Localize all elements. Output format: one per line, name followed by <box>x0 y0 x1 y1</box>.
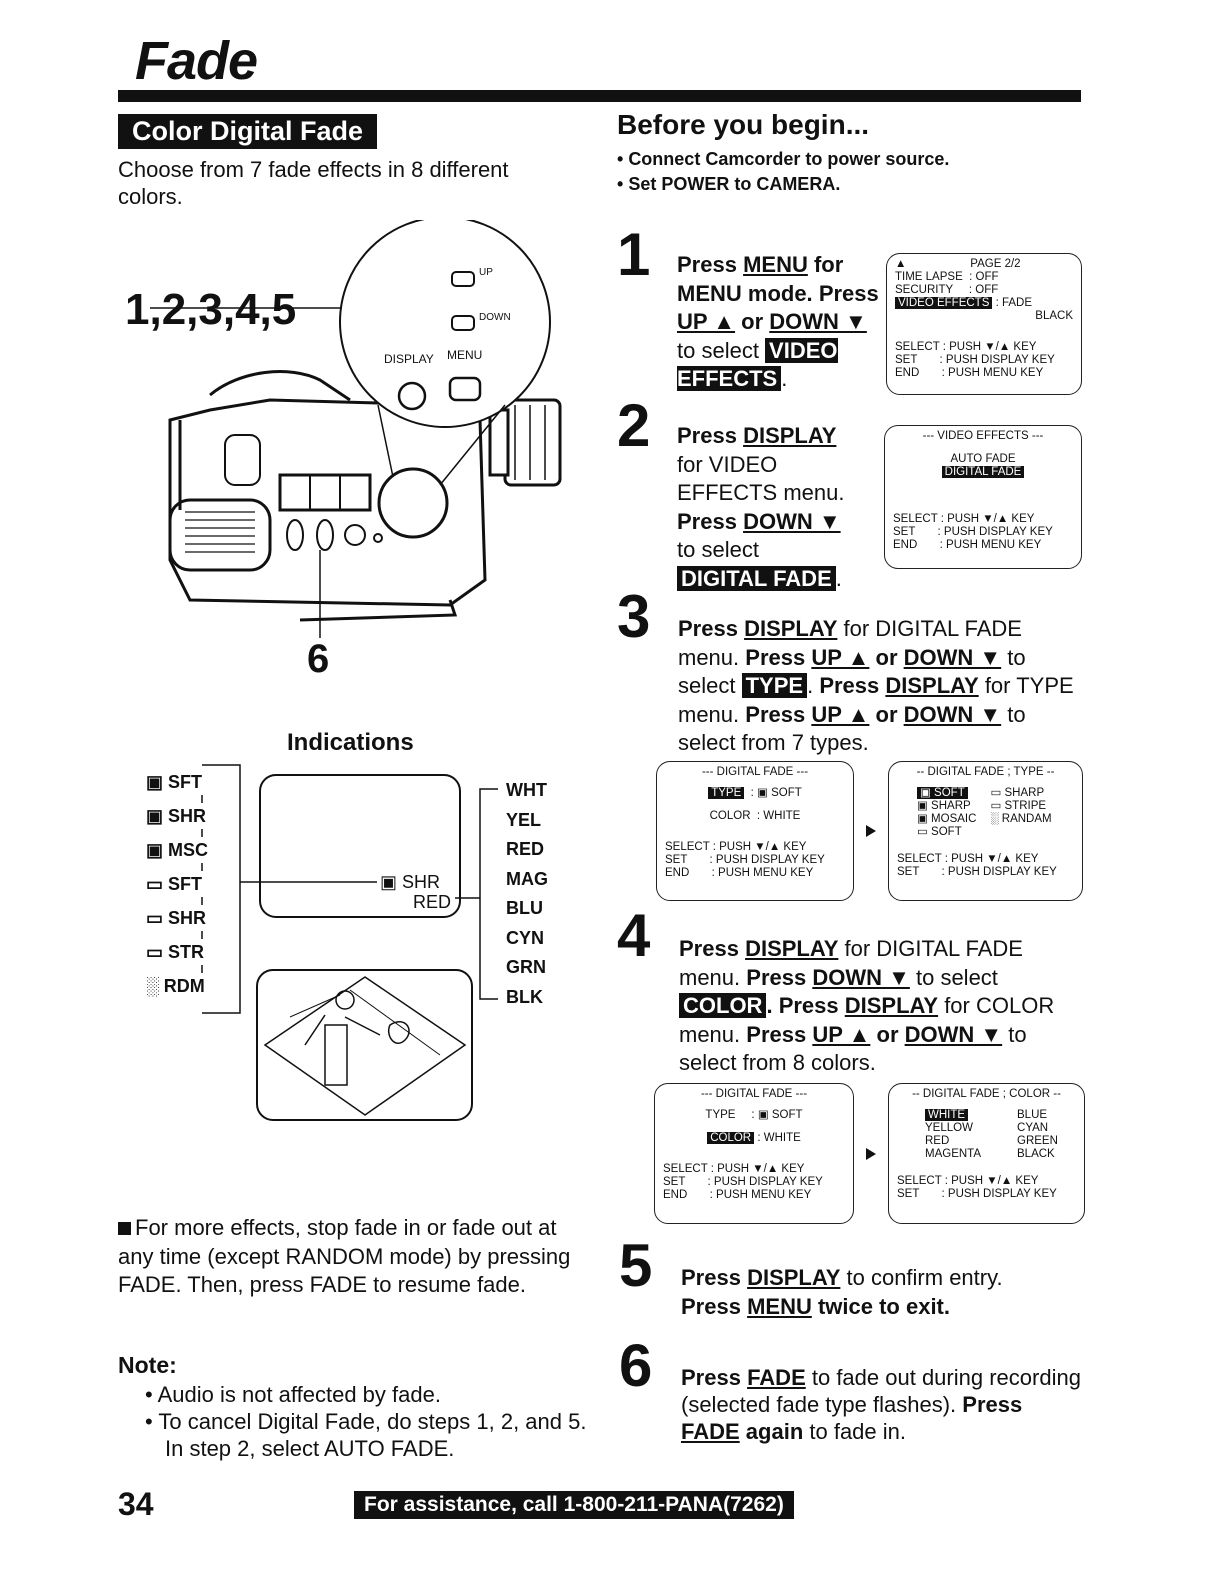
screen-color-indication: RED <box>413 892 452 912</box>
osd-menu-page2: ▲ PAGE 2/2 TIME LAPSE : OFF SECURITY : O… <box>886 253 1082 395</box>
note-title: Note: <box>118 1352 177 1378</box>
step-number: 3 <box>617 583 651 650</box>
step-number: 6 <box>619 1332 653 1399</box>
step-number: 2 <box>617 392 651 459</box>
indication-type: ▣ SFT <box>146 772 203 792</box>
menu-label: MENU <box>447 348 483 362</box>
indication-type: ▣ SHR <box>146 806 207 826</box>
camcorder-illustration <box>150 220 562 638</box>
step-2-text: Press DISPLAY for VIDEO EFFECTS menu. Pr… <box>677 423 845 591</box>
intro-text: Choose from 7 fade effects in 8 differen… <box>118 157 509 209</box>
assistance-banner: For assistance, call 1-800-211-PANA(7262… <box>354 1491 794 1519</box>
before-you-begin-title: Before you begin... <box>617 109 870 140</box>
up-label: UP <box>479 267 493 278</box>
prerequisites: Connect Camcorder to power source. Set P… <box>617 147 949 197</box>
indication-type: ▣ MSC <box>146 840 209 860</box>
title-rule <box>118 90 1081 102</box>
effects-note: For more effects, stop fade in or fade o… <box>118 1215 571 1297</box>
indication-type: ▭ SFT <box>146 874 203 894</box>
step6-callout: 6 <box>307 637 330 681</box>
step-3-text: Press DISPLAY for DIGITAL FADE menu. Pre… <box>678 616 1074 755</box>
indication-type: ▭ STR <box>146 942 205 962</box>
down-label: DOWN <box>479 312 511 323</box>
osd-color-menu: -- DIGITAL FADE ; COLOR -- WHITE YELLOW … <box>888 1083 1085 1224</box>
display-label: DISPLAY <box>384 352 434 366</box>
step-4-text: Press DISPLAY for DIGITAL FADE menu. Pre… <box>679 936 1055 1075</box>
indication-color: BLU <box>506 898 543 918</box>
note-item: • Audio is not affected by fade. <box>145 1382 441 1407</box>
indication-color: GRN <box>506 957 546 977</box>
indications-title: Indications <box>287 729 414 756</box>
indication-color: MAG <box>506 869 548 889</box>
step-number: 1 <box>617 221 651 288</box>
step-number: 4 <box>617 902 651 969</box>
step-callout: 1,2,3,4,5 <box>125 285 297 334</box>
square-bullet-icon <box>118 1222 131 1235</box>
indication-color: RED <box>506 839 545 859</box>
osd-digital-fade-color-select: --- DIGITAL FADE --- TYPE : ▣ SOFT COLOR… <box>654 1083 854 1224</box>
step-5-text: Press DISPLAY to confirm entry. Press ME… <box>681 1265 1003 1319</box>
step-1-text: Press MENU for MENU mode. Press UP ▲ or … <box>677 252 879 391</box>
arrow-right-icon <box>866 1148 876 1160</box>
page-title: Fade <box>135 31 258 91</box>
section-label: Color Digital Fade <box>118 114 378 149</box>
indication-color: BLK <box>506 987 543 1007</box>
osd-video-effects-menu: --- VIDEO EFFECTS --- AUTO FADE DIGITAL … <box>884 425 1082 569</box>
osd-digital-fade-menu: --- DIGITAL FADE --- TYPE : ▣ SOFT COLOR… <box>656 761 854 901</box>
step-6-text: Press FADE to fade out during recording … <box>681 1365 1081 1444</box>
indication-type: ░ RDM <box>146 976 205 996</box>
note-list: • Audio is not affected by fade. • To ca… <box>145 1381 595 1462</box>
arrow-right-icon <box>866 825 876 837</box>
prereq-item: Connect Camcorder to power source. <box>617 147 949 172</box>
page-number: 34 <box>118 1486 154 1522</box>
prereq-item: Set POWER to CAMERA. <box>617 172 949 197</box>
indication-color: WHT <box>506 780 547 800</box>
note-item: • To cancel Digital Fade, do steps 1, 2,… <box>145 1409 587 1461</box>
indication-color: CYN <box>506 928 545 948</box>
indications-diagram <box>201 764 498 1121</box>
screen-type-indication: ▣ SHR <box>380 872 441 892</box>
step-number: 5 <box>619 1232 653 1299</box>
osd-type-menu: -- DIGITAL FADE ; TYPE -- ▣ SOFT ▣ SHARP… <box>888 761 1083 901</box>
indication-type: ▭ SHR <box>146 908 207 928</box>
indication-color: YEL <box>506 810 542 830</box>
